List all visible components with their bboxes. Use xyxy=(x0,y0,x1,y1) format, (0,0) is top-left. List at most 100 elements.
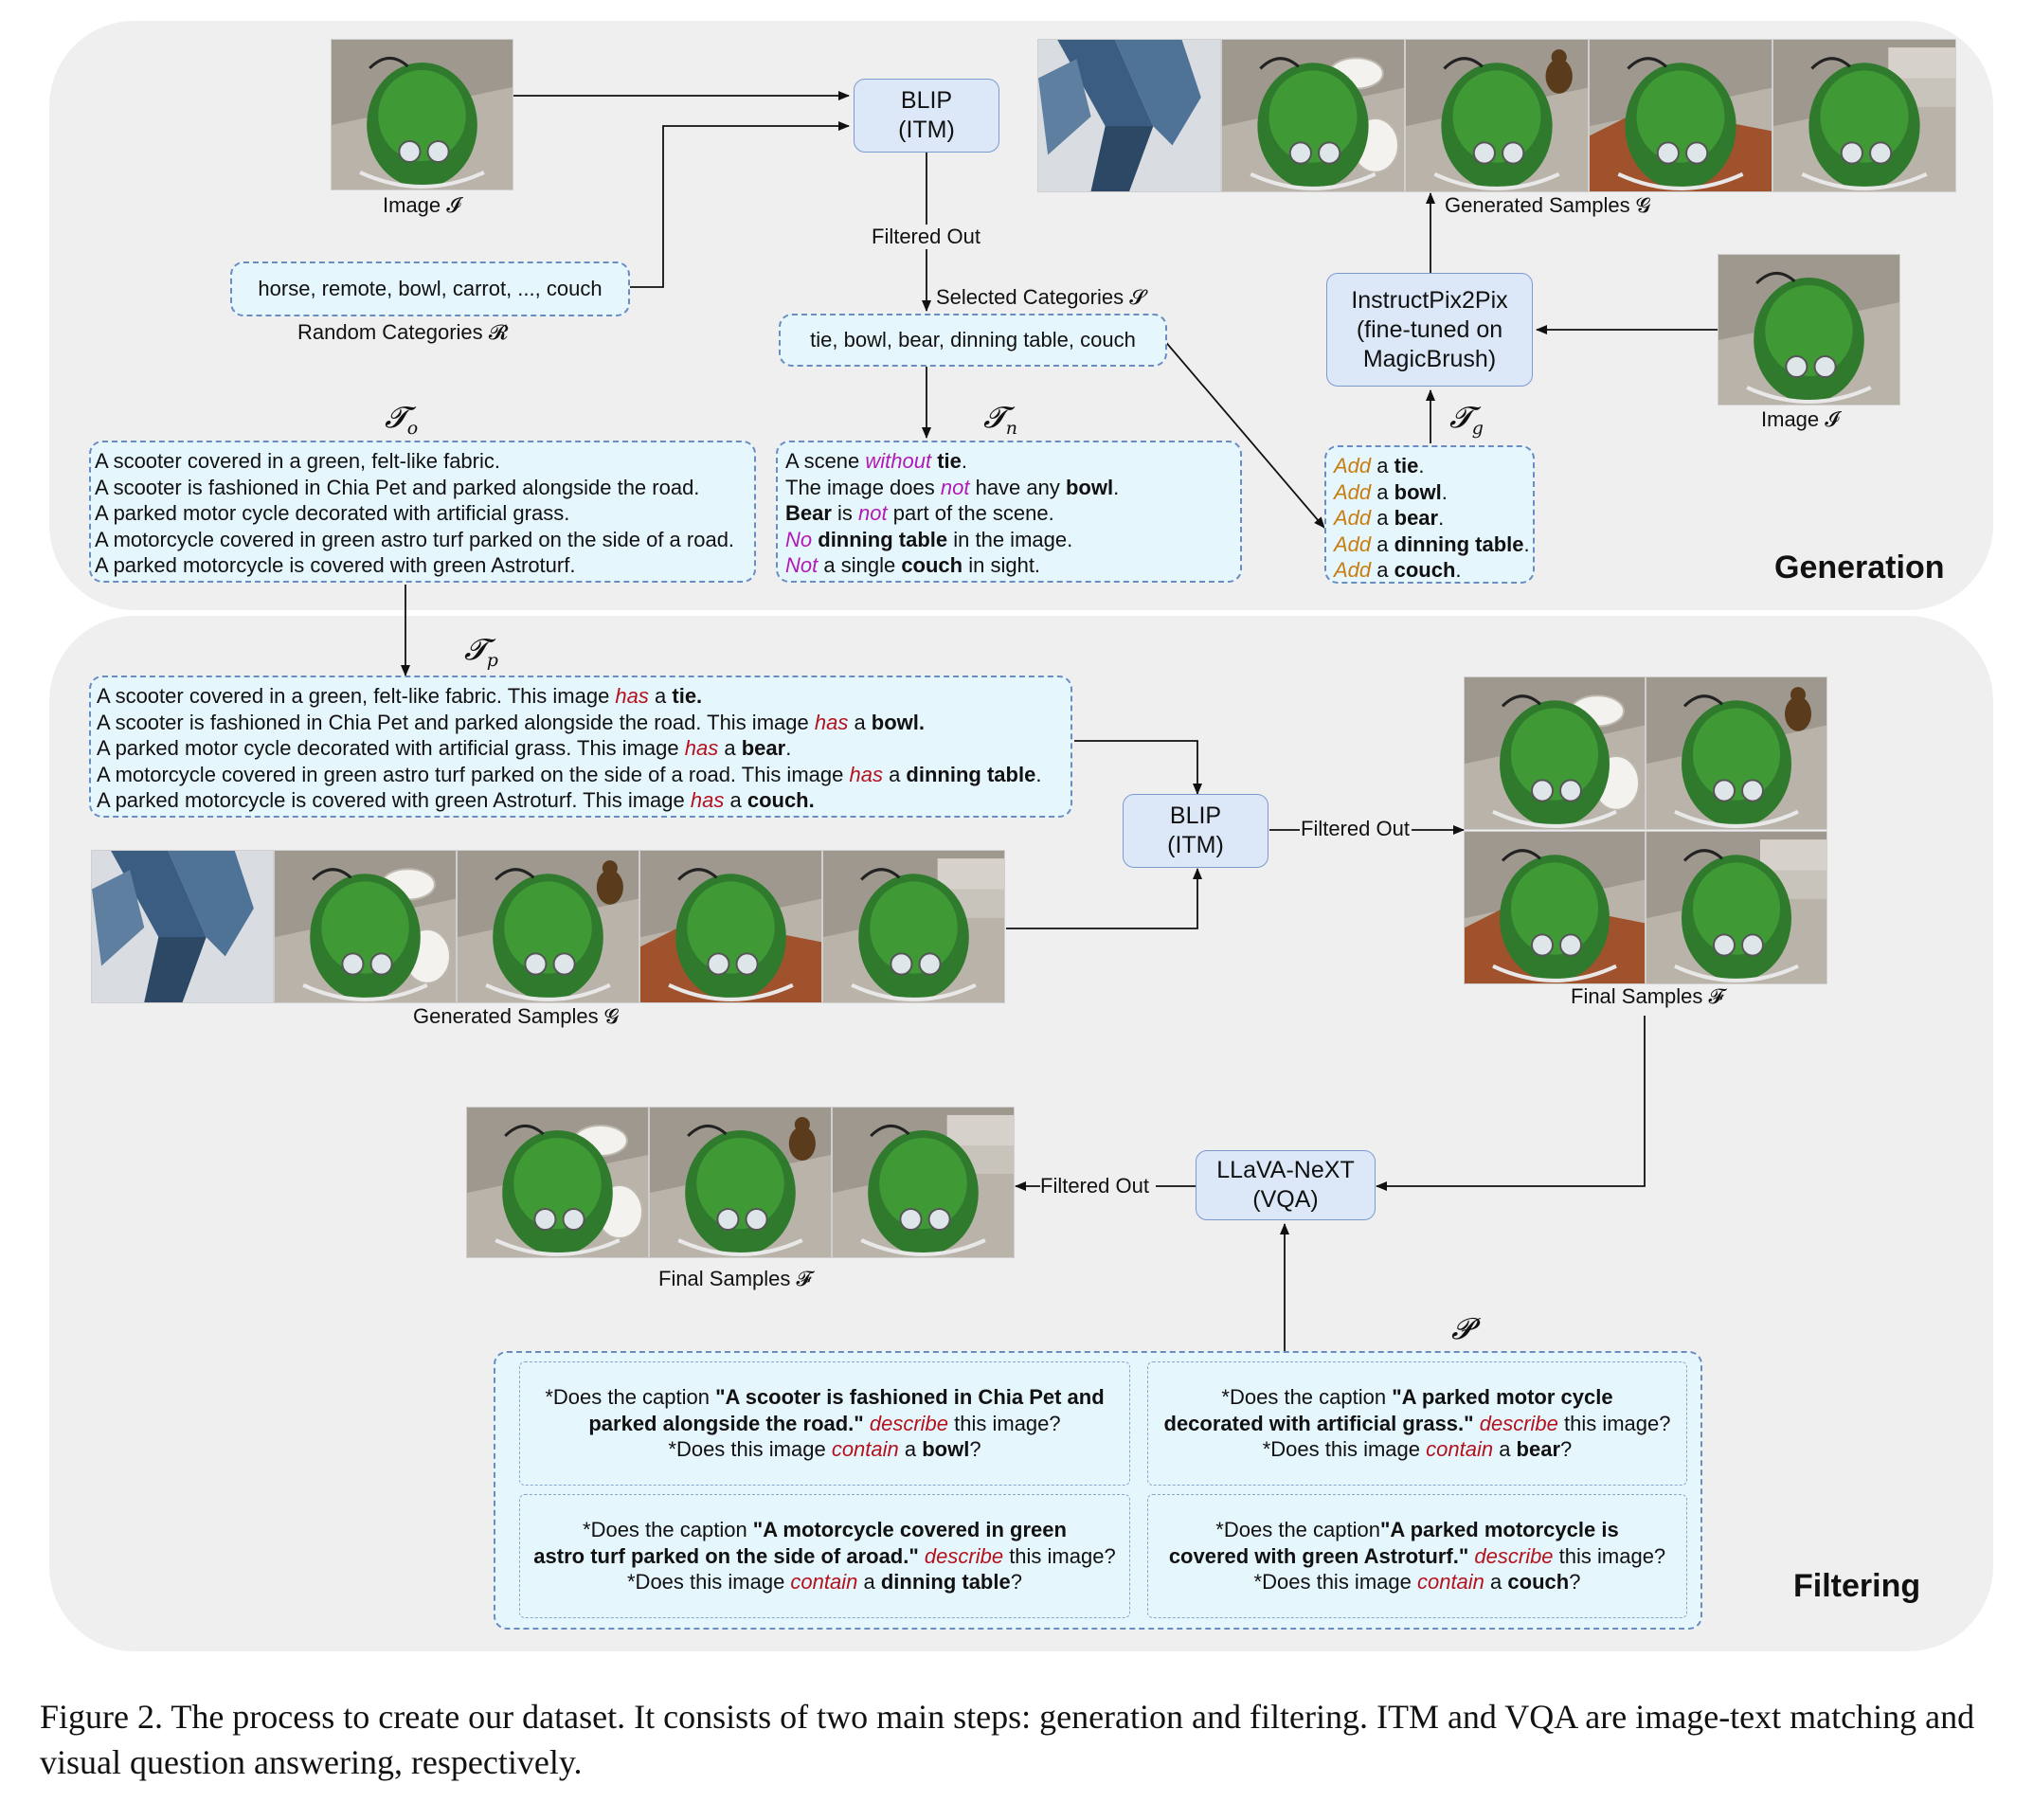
ip2p-line-2: (fine-tuned on xyxy=(1356,315,1503,343)
rich-segment: a xyxy=(1371,532,1394,556)
rich-line: *Does this image contain a bear? xyxy=(1263,1436,1573,1463)
t-p-positive-caption-box: A scooter covered in a green, felt-like … xyxy=(89,676,1072,818)
rich-segment: contain xyxy=(831,1437,899,1462)
rich-segment: decorated with artificial grass." xyxy=(1163,1411,1474,1435)
rich-line: *Does the caption "A parked motor cycle xyxy=(1221,1384,1612,1411)
rich-segment: "A parked motor cycle xyxy=(1392,1385,1613,1410)
rich-segment: bowl xyxy=(922,1437,970,1462)
rich-segment: *Does this image xyxy=(1262,1437,1427,1462)
rich-segment: a xyxy=(1371,479,1394,504)
rich-segment: contain xyxy=(1416,1570,1484,1595)
rich-segment: a single xyxy=(818,553,902,577)
rich-segment: No xyxy=(785,527,813,551)
rich-segment: . xyxy=(1035,762,1042,786)
rich-segment: A scooter covered in a green, felt-like … xyxy=(97,684,616,708)
final-samples-label-right: Final Samples 𝓕 xyxy=(1571,984,1724,1008)
ip2p-line-1: InstructPix2Pix xyxy=(1351,286,1508,314)
rich-segment: contain xyxy=(1426,1437,1494,1462)
rich-segment: parked alongside the road." xyxy=(588,1411,864,1435)
generated-sample-thumb xyxy=(1589,39,1772,192)
rich-segment: bowl xyxy=(1065,475,1114,499)
rich-line: A motorcycle covered in green astro turf… xyxy=(97,762,1070,788)
rich-segment: contain xyxy=(790,1570,858,1595)
t-o-caption-box: A scooter covered in a green, felt-like … xyxy=(89,441,756,583)
t-o-line: A parked motor cycle decorated with arti… xyxy=(95,501,570,525)
instructpix2pix-model: InstructPix2Pix (fine-tuned on MagicBrus… xyxy=(1326,273,1533,387)
image-label-right: Image 𝓘 xyxy=(1761,407,1840,431)
t-o-line: A scooter covered in a green, felt-like … xyxy=(95,449,500,473)
rich-segment: ? xyxy=(1569,1570,1581,1595)
rich-segment: not xyxy=(940,475,970,499)
rich-line: A scooter covered in a green, felt-like … xyxy=(97,683,1070,710)
final-sample-thumb xyxy=(1464,831,1646,984)
rich-segment: A parked motor cycle decorated with arti… xyxy=(97,736,685,760)
rich-segment: Bear xyxy=(785,501,832,525)
p-symbol: 𝓟 xyxy=(1451,1312,1473,1346)
generated-sample-thumb xyxy=(274,850,457,1003)
selected-categories-box: tie, bowl, bear, dinning table, couch xyxy=(779,314,1167,367)
final-samples-label-bottom: Final Samples 𝓕 xyxy=(658,1267,812,1290)
final-sample-thumb xyxy=(1464,676,1646,830)
source-image xyxy=(331,39,513,190)
generated-samples-label-bottom: Generated Samples 𝓖 xyxy=(413,1004,620,1028)
rich-segment: tie. xyxy=(672,684,703,708)
rich-line: astro turf parked on the side of aroad."… xyxy=(533,1543,1115,1570)
ip2p-line-3: MagicBrush) xyxy=(1362,345,1497,372)
rich-segment: this image? xyxy=(1557,1411,1671,1435)
rich-segment: *Does the caption xyxy=(583,1518,753,1542)
generated-sample-thumb xyxy=(1772,39,1956,192)
rich-segment: Add xyxy=(1334,532,1372,556)
rich-segment: Not xyxy=(785,553,819,577)
rich-line: *Does this image contain a dinning table… xyxy=(627,1569,1022,1595)
rich-segment: dinning table xyxy=(906,762,1036,786)
rich-line: Add a bowl. xyxy=(1334,479,1533,506)
llava-line-1: LLaVA-NeXT xyxy=(1216,1157,1355,1183)
rich-line: *Does this image contain a bowl? xyxy=(668,1436,981,1463)
rich-line: *Does this image contain a couch? xyxy=(1254,1569,1581,1595)
rich-line: *Does the caption "A scooter is fashione… xyxy=(545,1384,1104,1411)
rich-segment: *Does the caption xyxy=(1221,1385,1393,1410)
rich-segment: "A parked motorcycle is xyxy=(1379,1518,1619,1542)
rich-segment: this image? xyxy=(948,1411,1061,1435)
rich-segment: tie xyxy=(1394,454,1419,478)
rich-segment: has xyxy=(849,762,883,786)
final-sample-thumb xyxy=(832,1107,1015,1258)
t-p-symbol: 𝓣p xyxy=(464,633,498,672)
rich-segment: Add xyxy=(1334,506,1372,530)
blip-top-line-2: (ITM) xyxy=(898,117,955,143)
rich-line: Not a single couch in sight. xyxy=(785,552,1240,579)
rich-segment: bear xyxy=(1394,506,1439,530)
rich-line: *Does the caption "A motorcycle covered … xyxy=(583,1517,1067,1543)
rich-segment: a xyxy=(648,684,673,708)
image-label-top: Image 𝓘 xyxy=(383,193,461,217)
rich-segment: A scooter is fashioned in Chia Pet and p… xyxy=(97,710,815,734)
rich-segment: *Does this image xyxy=(1253,1570,1417,1595)
rich-segment: . xyxy=(1441,479,1448,504)
rich-line: A parked motorcycle is covered with gree… xyxy=(97,787,1070,814)
t-g-edit-instruction-box: Add a tie.Add a bowl.Add a bear.Add a di… xyxy=(1324,445,1535,584)
rich-segment: not xyxy=(858,501,888,525)
t-o-line: A motorcycle covered in green astro turf… xyxy=(95,527,735,551)
rich-segment: *Does the caption xyxy=(1215,1518,1380,1542)
filtering-title: Filtering xyxy=(1793,1568,1921,1604)
llava-next-vqa: LLaVA-NeXT (VQA) xyxy=(1196,1150,1376,1220)
rich-line: A scene without tie. xyxy=(785,448,1240,475)
rich-segment: ? xyxy=(1010,1570,1022,1595)
rich-segment: without xyxy=(865,449,932,473)
generated-sample-thumb xyxy=(822,850,1005,1003)
rich-segment: ? xyxy=(1560,1437,1573,1462)
rich-segment: "A motorcycle covered in green xyxy=(752,1518,1067,1542)
rich-segment: this image? xyxy=(1553,1543,1666,1568)
final-sample-thumb xyxy=(649,1107,832,1258)
filtered-out-label-3: Filtered Out xyxy=(1040,1174,1149,1198)
final-sample-thumb xyxy=(1646,831,1827,984)
rich-segment: "A scooter is fashioned in Chia Pet and xyxy=(715,1385,1105,1410)
rich-line: covered with green Astroturf." describe … xyxy=(1169,1543,1665,1570)
rich-segment: in the image. xyxy=(947,527,1073,551)
generated-sample-thumb xyxy=(91,850,274,1003)
rich-segment: A parked motorcycle is covered with gree… xyxy=(97,788,691,812)
rich-segment: a xyxy=(882,762,907,786)
rich-segment: a xyxy=(1371,454,1394,478)
rich-segment: astro turf parked on the side of aroad." xyxy=(533,1543,919,1568)
